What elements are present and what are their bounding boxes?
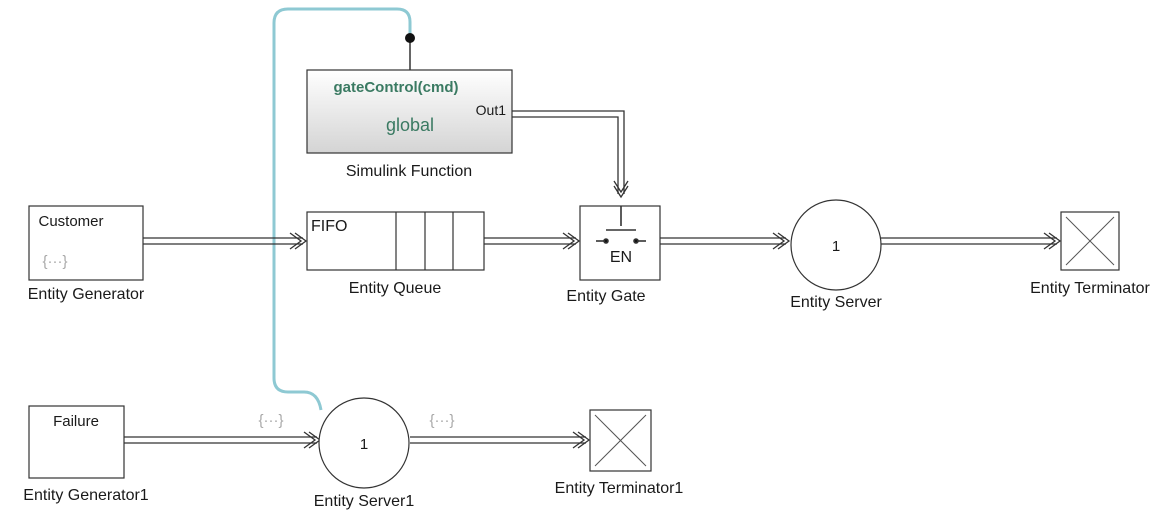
wire-brace-icon-1: {···} — [258, 412, 283, 429]
entity-terminator1-label: Entity Terminator1 — [555, 480, 684, 497]
entity-terminator-label: Entity Terminator — [1030, 280, 1150, 297]
entity-generator1-inner: Failure — [53, 413, 99, 430]
entity-generator-brace-icon: {···} — [42, 253, 67, 270]
wire-server1-terminator1[interactable] — [410, 431, 591, 449]
entity-generator-block[interactable]: Customer {···} — [28, 205, 144, 281]
gate-switch-icon — [596, 206, 646, 244]
function-signature: gateControl(cmd) — [334, 79, 459, 96]
entity-server1-inner: 1 — [360, 436, 368, 453]
entity-gate-inner: EN — [610, 249, 632, 266]
entity-generator-label: Entity Generator — [28, 286, 145, 303]
wire-out1-gate-enable[interactable] — [512, 110, 629, 199]
wire-generator-queue[interactable] — [143, 232, 308, 250]
wire-gate-server[interactable] — [660, 232, 791, 250]
entity-generator1-block[interactable]: Failure — [28, 405, 125, 479]
entity-terminator1-block[interactable] — [589, 409, 652, 472]
entity-server-block[interactable]: 1 — [790, 199, 882, 291]
function-trigger-port[interactable] — [405, 33, 415, 43]
entity-generator1-label: Entity Generator1 — [23, 487, 149, 504]
simulink-function-block[interactable]: gateControl(cmd) Out1 global — [306, 69, 513, 154]
simulink-function-label: Simulink Function — [346, 163, 472, 180]
wires — [124, 110, 1062, 449]
entity-generator-inner: Customer — [38, 213, 103, 230]
entity-gate-label: Entity Gate — [566, 288, 645, 305]
entity-server1-block[interactable]: 1 — [318, 397, 410, 489]
wire-brace-icon-2: {···} — [429, 412, 454, 429]
function-scope: global — [386, 115, 434, 135]
entity-queue-block[interactable]: FIFO — [306, 211, 485, 271]
entity-terminator-block[interactable] — [1060, 211, 1120, 271]
entity-server-inner: 1 — [832, 238, 840, 255]
entity-queue-label: Entity Queue — [349, 280, 442, 297]
entity-queue-inner: FIFO — [311, 218, 347, 235]
wire-generator1-server1[interactable] — [124, 431, 322, 449]
function-call-line[interactable] — [272, 7, 412, 411]
function-output-port: Out1 — [476, 102, 507, 118]
entity-server1-label: Entity Server1 — [314, 493, 415, 510]
wire-queue-gate[interactable] — [484, 232, 581, 250]
entity-server-label: Entity Server — [790, 294, 882, 311]
wire-server-terminator[interactable] — [881, 232, 1062, 250]
entity-gate-block[interactable]: EN — [579, 205, 661, 281]
